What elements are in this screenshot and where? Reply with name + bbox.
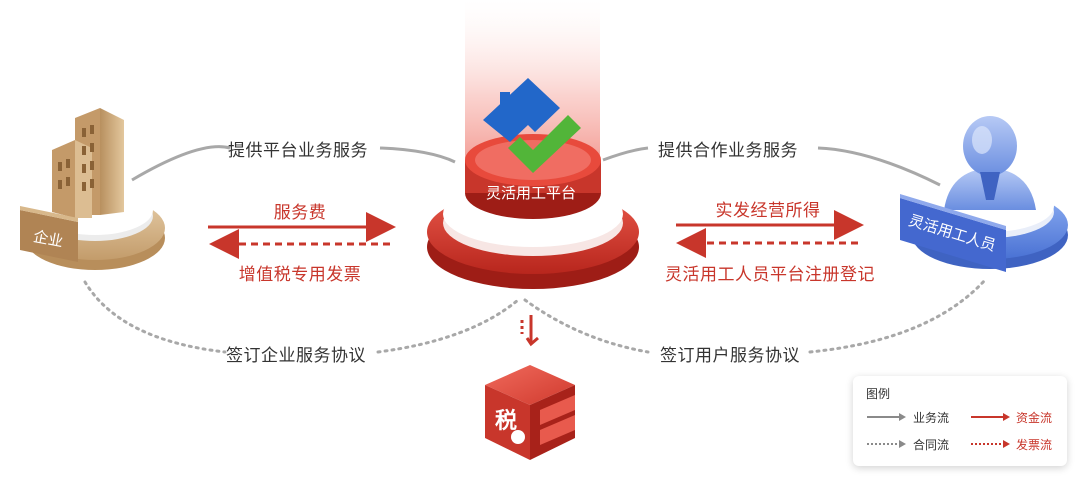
contract-line-right-a xyxy=(523,298,650,354)
label-user-contract: 签订用户服务协议 xyxy=(660,346,800,366)
legend-title: 图例 xyxy=(866,387,891,401)
legend-invoice-flow: 发票流 xyxy=(1016,438,1053,452)
label-service-fee: 服务费 xyxy=(273,203,327,223)
legend-fund-flow: 资金流 xyxy=(1016,411,1053,425)
business-line-right-a xyxy=(602,146,649,162)
label-enterprise-business: 提供平台业务服务 xyxy=(228,141,368,161)
legend-invoice-swatch xyxy=(971,440,1010,448)
label-worker-register: 灵活用工人员平台注册登记 xyxy=(665,265,875,285)
contract-line-left-b xyxy=(376,298,520,354)
tax-link-icon xyxy=(520,315,539,347)
enterprise-tag xyxy=(20,206,78,262)
legend-contract-swatch xyxy=(867,440,906,448)
legend-fund-swatch xyxy=(971,413,1010,421)
label-worker-business: 提供合作业务服务 xyxy=(658,141,798,161)
tax-cube-icon xyxy=(485,365,575,460)
label-enterprise-contract: 签订企业服务协议 xyxy=(226,346,366,366)
platform-base xyxy=(427,134,639,289)
contract-line-left-a xyxy=(83,280,227,354)
platform-logo-icon xyxy=(483,78,581,173)
legend-business-swatch xyxy=(867,413,906,421)
label-income: 实发经营所得 xyxy=(715,201,821,221)
tax-label: 税 xyxy=(495,408,517,434)
worker-tag xyxy=(900,194,1006,272)
person-icon xyxy=(944,116,1036,210)
platform-label: 灵活用工平台 xyxy=(486,184,576,202)
tax-e-badge-icon xyxy=(511,430,525,444)
business-line-right-b xyxy=(817,146,941,187)
legend-business-flow: 业务流 xyxy=(913,411,950,425)
business-line-left-b xyxy=(379,146,456,164)
enterprise-label: 企业 xyxy=(32,227,65,250)
legend-panel: 图例 业务流 资金流 合同流 发票流 xyxy=(853,376,1067,466)
legend-contract-flow: 合同流 xyxy=(913,438,950,452)
business-line-left-a xyxy=(131,145,231,182)
contract-line-right-b xyxy=(808,278,987,354)
label-vat-invoice: 增值税专用发票 xyxy=(238,265,362,285)
building-icon xyxy=(52,108,124,218)
